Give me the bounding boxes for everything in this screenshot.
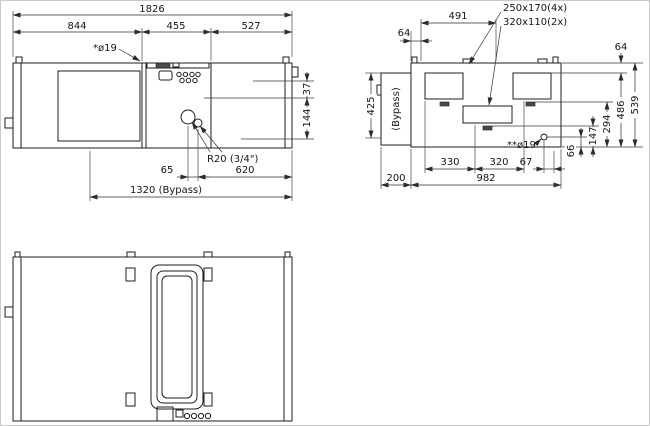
dim-front-w3: 527 (241, 21, 260, 32)
dim-front-overall: 1826 (139, 4, 164, 15)
plan-view: 250x170(4x) 320x110(2x) 491 64 425 (Bypa… (365, 3, 643, 189)
hinge (125, 267, 136, 282)
plan-hole-19 (540, 133, 548, 141)
front-view-texts: 1826 844 455 527 *ø19 37 144 R20 (3/4") … (67, 4, 313, 196)
cable-gland (190, 412, 198, 420)
dim-plan-height-total: 539 (630, 95, 641, 114)
dim-front-bypass: 1320 (Bypass) (130, 185, 202, 196)
dim-plan-r64: 64 (615, 42, 628, 53)
gland-plate (158, 70, 173, 81)
text-backing (301, 107, 313, 129)
text-backing (365, 94, 377, 118)
bottom-door-outer (150, 264, 204, 410)
dim-front-w2: 455 (166, 21, 185, 32)
dim-plan-b200: 200 (386, 173, 405, 184)
plan-view-part (376, 56, 562, 148)
label-plan-openings-large: 250x170(4x) (503, 3, 567, 14)
text-backing (301, 82, 313, 96)
dim-plan-b67: 67 (520, 157, 533, 168)
dim-plan-r486: 486 (616, 100, 627, 119)
bottom-door-inner (161, 275, 193, 399)
text-backing (601, 112, 613, 136)
label-plan-hole-dia: **ø19 (507, 140, 536, 151)
bottom-body (12, 256, 293, 422)
text-backing (615, 97, 627, 123)
label-plan-openings-small: 320x110(2x) (503, 17, 567, 28)
junction-box (156, 406, 174, 422)
dim-front-b2: 620 (235, 165, 254, 176)
cable-gland (183, 412, 191, 420)
dim-plan-r294: 294 (602, 114, 613, 133)
opening-250x170-a (424, 72, 464, 100)
text-backing (565, 144, 576, 159)
dim-plan-r66: 66 (566, 145, 577, 158)
opening-320x110 (462, 105, 513, 124)
hinge (125, 392, 136, 407)
cable-gland (197, 412, 205, 420)
plan-view-dimension-lines (368, 11, 638, 188)
front-door-panel (57, 70, 141, 142)
dim-plan-top2: 64 (398, 28, 411, 39)
front-view-part (4, 56, 299, 149)
label-plan-bypass: (Bypass) (391, 87, 402, 131)
top-recess-connector (155, 62, 171, 69)
dim-front-v1: 37 (302, 83, 313, 96)
text-backing (587, 127, 598, 146)
latch (203, 267, 213, 282)
plan-body (410, 62, 562, 148)
dim-front-w1: 844 (67, 21, 86, 32)
latch (203, 392, 213, 407)
dim-front-b1: 65 (161, 165, 174, 176)
dim-plan-top1: 491 (448, 11, 467, 22)
front-body (12, 62, 293, 149)
pipe-connection-small (193, 118, 203, 128)
opening-250x170-b (512, 72, 552, 100)
dim-plan-b320: 320 (489, 157, 508, 168)
dim-plan-b982: 982 (476, 173, 495, 184)
label-front-pipe-thread: R20 (3/4") (207, 154, 258, 165)
dim-plan-b330: 330 (440, 157, 459, 168)
dim-front-v2: 144 (302, 108, 313, 127)
label-front-hole-dia: *ø19 (93, 43, 117, 54)
front-view: 1826 844 455 527 *ø19 37 144 R20 (3/4") … (4, 4, 314, 201)
plan-view-texts: 250x170(4x) 320x110(2x) 491 64 425 (Bypa… (366, 3, 641, 184)
dim-plan-r147: 147 (588, 126, 599, 145)
bottom-door-mid (156, 270, 198, 404)
text-backing (629, 92, 641, 118)
plan-bypass-box (380, 72, 412, 146)
bottom-view (4, 251, 293, 422)
dim-plan-left: 425 (366, 96, 377, 115)
pipe-connection-large (180, 109, 196, 125)
cable-gland (204, 412, 212, 420)
